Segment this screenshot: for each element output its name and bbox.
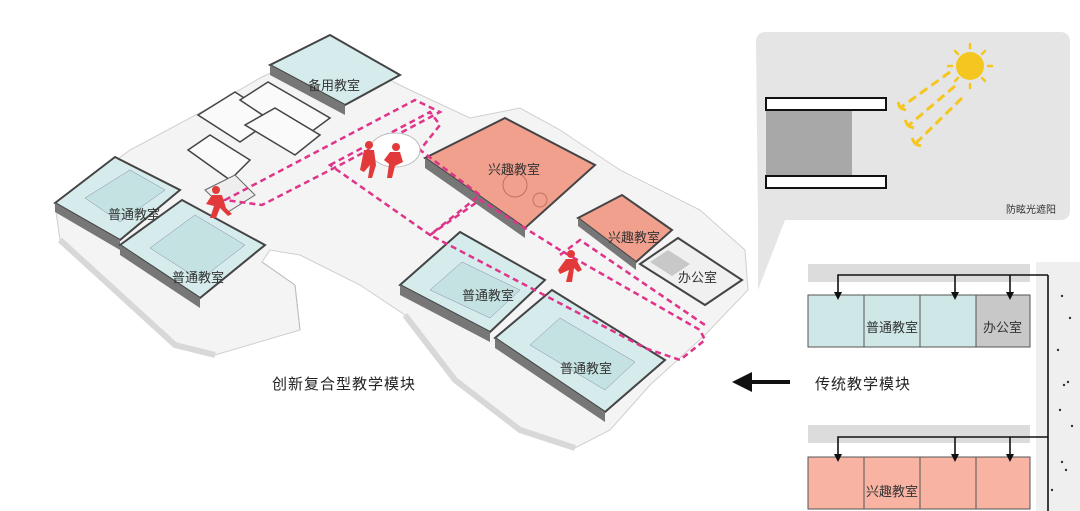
corridor-right [427, 198, 707, 362]
bottom-row-room-label: 兴趣教室 [866, 484, 918, 500]
top-row-corridor [808, 264, 1030, 282]
traditional-module: 普通教室 办公室 兴趣教室 [807, 262, 1080, 511]
room-label: 普通教室 [560, 361, 612, 377]
main-plan-caption: 创新复合型教学模块 [272, 375, 416, 393]
bottom-row-arrowheads [834, 454, 1014, 462]
figure-running-right [558, 250, 582, 282]
toilet-block [238, 81, 332, 156]
sunshade-top [765, 97, 887, 111]
sun-icon [946, 42, 994, 90]
room-label: 备用教室 [308, 78, 360, 94]
traditional-module-caption: 传统教学模块 [815, 375, 912, 393]
general-classroom-right-1: 普通教室 [398, 230, 547, 342]
bottom-row-corridor [808, 425, 1030, 443]
sun-detail-callout [756, 32, 1070, 290]
corridor-dots [1050, 294, 1074, 492]
room-label: 普通教室 [172, 270, 224, 286]
bottom-row-rooms: 兴趣教室 [807, 456, 1031, 510]
sun-detail-caption: 防眩光遮阳 [1006, 205, 1056, 216]
room-label: 兴趣教室 [488, 162, 540, 178]
general-classroom-left-2: 普通教室 [118, 198, 267, 308]
top-row-rooms: 普通教室 办公室 [807, 294, 1031, 348]
left-wing: 普通教室 普通教室 备用教室 [53, 33, 403, 308]
left-arrow [732, 372, 790, 392]
room-label: 办公室 [678, 270, 717, 286]
room-label: 普通教室 [462, 288, 514, 304]
figure-running-left [206, 186, 232, 218]
corridor-band [1036, 262, 1080, 511]
backup-classroom: 备用教室 [267, 33, 403, 115]
top-row-office-label: 办公室 [983, 320, 1022, 336]
top-row-room-label: 普通教室 [866, 320, 918, 336]
room-label: 普通教室 [108, 207, 160, 223]
sunlight-rays [896, 70, 964, 148]
wall-section [766, 110, 852, 180]
corridor-right-edge [559, 238, 706, 327]
top-row-arrowheads [834, 292, 1014, 300]
general-classroom-left-1: 普通教室 [53, 155, 182, 250]
sunshade-bottom [765, 175, 887, 189]
interest-classroom-2: 兴趣教室 [576, 193, 674, 270]
figure-pair-center [360, 141, 403, 178]
room-label: 兴趣教室 [608, 230, 660, 246]
office-room: 办公室 [638, 236, 744, 307]
general-classroom-right-2: 普通教室 [493, 288, 667, 422]
